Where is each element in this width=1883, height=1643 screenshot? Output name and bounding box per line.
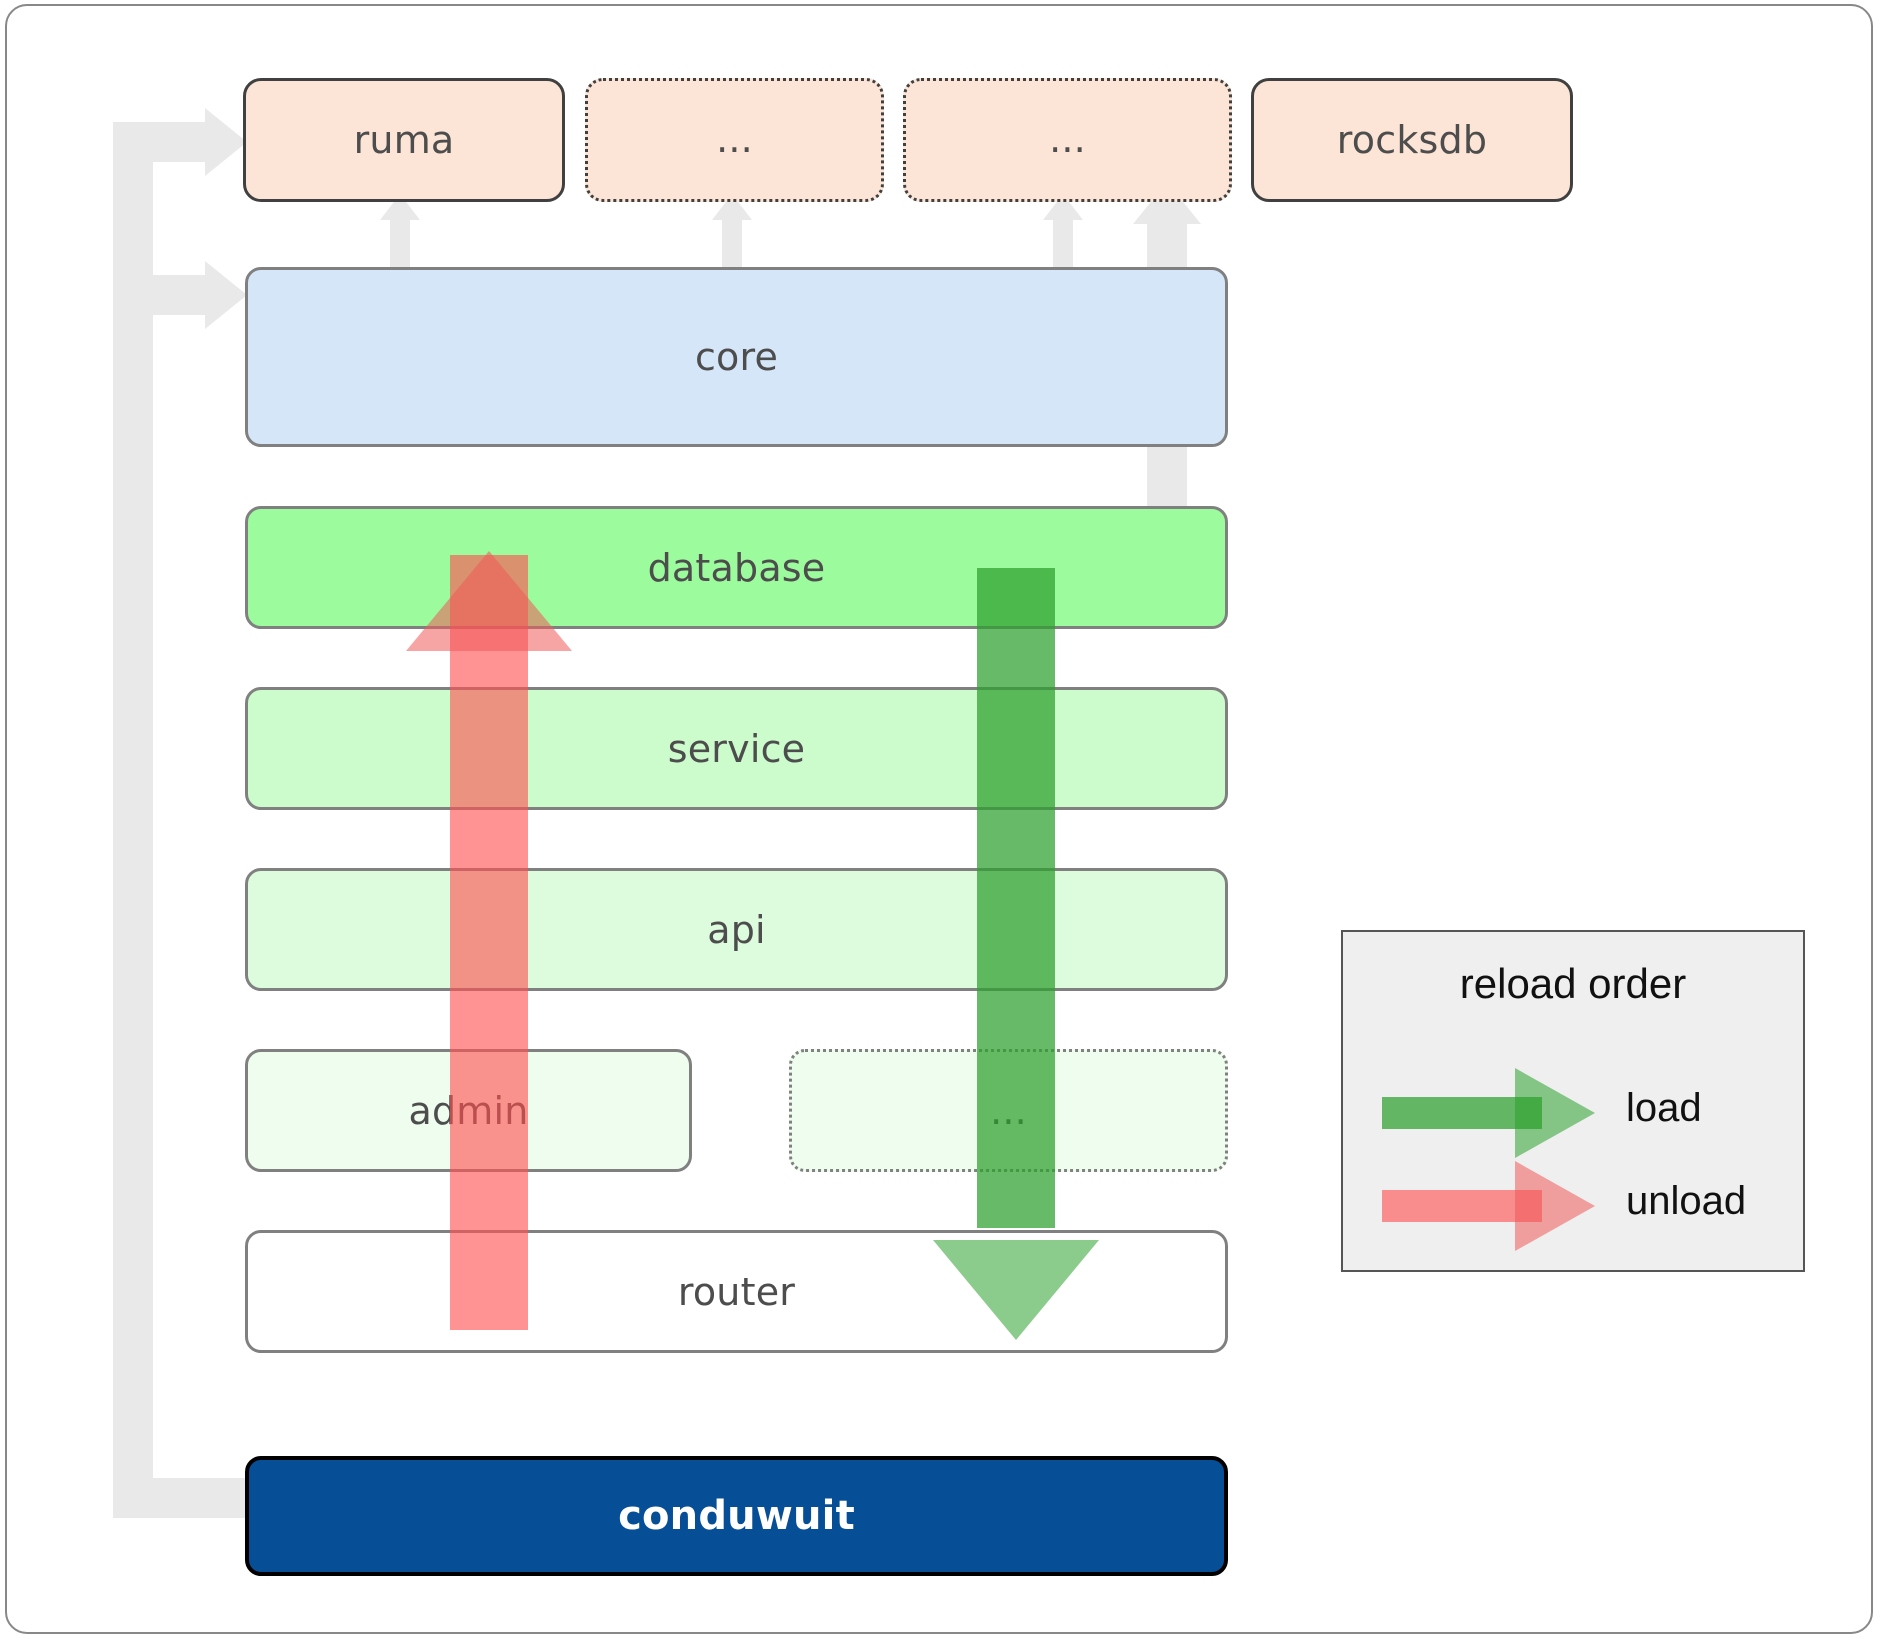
plumbing-left-trunk-bottom xyxy=(113,1478,248,1518)
legend-row-load: load xyxy=(1343,1068,1803,1158)
unload-arrow-head xyxy=(406,551,572,651)
plumbing-branch-to-core xyxy=(113,275,213,315)
dependency-label-rocksdb: rocksdb xyxy=(1336,118,1488,162)
dependency-box-rocksdb[interactable]: rocksdb xyxy=(1251,78,1573,202)
core-box[interactable]: core xyxy=(245,267,1228,447)
plumbing-core-to-dep2-shaft xyxy=(722,218,742,268)
layer-label-database: database xyxy=(647,545,826,590)
layer-label-service: service xyxy=(667,726,806,771)
plumbing-core-to-dep3-shaft xyxy=(1053,218,1073,268)
plumbing-arrowhead-to-core xyxy=(205,261,247,329)
load-arrow-head xyxy=(933,1240,1099,1340)
legend-title: reload order xyxy=(1459,960,1687,1007)
legend-unload-label: unload xyxy=(1626,1179,1747,1223)
load-arrow-shaft xyxy=(977,568,1055,1228)
plumbing-arrowhead-to-ruma xyxy=(205,108,247,176)
layer-box-service[interactable]: service xyxy=(245,687,1228,810)
legend-load-arrow-head xyxy=(1515,1068,1595,1158)
legend-row-unload: unload xyxy=(1343,1161,1803,1251)
dependency-box-ellipsis-2[interactable]: ... xyxy=(903,78,1232,202)
dependency-label-ruma: ruma xyxy=(353,118,455,162)
plumbing-left-trunk-vertical xyxy=(113,130,153,1518)
plumbing-core-to-ruma-shaft xyxy=(390,218,410,268)
diagram-frame xyxy=(5,4,1873,1634)
dependency-box-ruma[interactable]: ruma xyxy=(243,78,565,202)
layer-label-api: api xyxy=(707,907,766,952)
dependency-box-ellipsis-1[interactable]: ... xyxy=(585,78,884,202)
root-label-conduwuit: conduwuit xyxy=(618,1493,855,1539)
dependency-label-ellipsis-1: ... xyxy=(716,117,753,162)
legend-load-label: load xyxy=(1626,1086,1702,1130)
unload-arrow-shaft xyxy=(450,555,528,1330)
layer-label-router: router xyxy=(677,1269,796,1314)
plumbing-branch-to-ruma xyxy=(113,122,213,162)
core-label: core xyxy=(694,335,779,379)
root-box-conduwuit[interactable]: conduwuit xyxy=(245,1456,1228,1576)
legend-unload-arrow-head xyxy=(1515,1161,1595,1251)
legend-panel: reload order load unload xyxy=(1341,930,1805,1272)
dependency-label-ellipsis-2: ... xyxy=(1049,117,1086,162)
layer-box-api[interactable]: api xyxy=(245,868,1228,991)
layer-box-database[interactable]: database xyxy=(245,506,1228,629)
